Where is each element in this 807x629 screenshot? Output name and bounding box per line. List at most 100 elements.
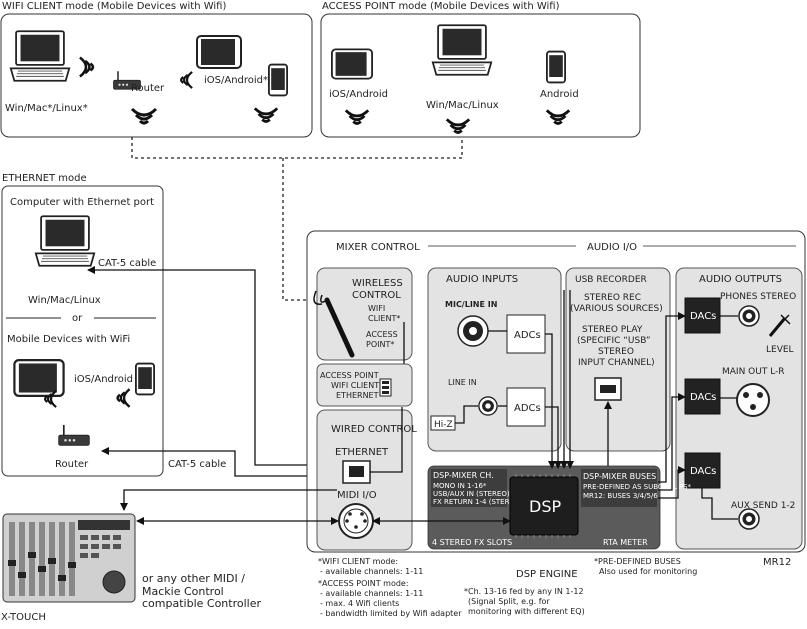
- tablet-icon: [13, 359, 65, 397]
- phone-icon: [135, 362, 155, 396]
- mic-line-in-label: MIC/LINE IN: [445, 300, 497, 309]
- access-point-label-1: ACCESS: [366, 330, 398, 339]
- dsp-mixer-buses-box: [581, 469, 657, 507]
- adc-label: ADCs: [514, 403, 541, 414]
- xlr-output-icon: [736, 383, 770, 417]
- wifi-client-title: WIFI CLIENT mode (Mobile Devices with Wi…: [2, 1, 226, 12]
- dsp-mixer-buses-label: DSP-MIXER BUSES: [583, 472, 656, 481]
- antenna-signal-icon: [313, 290, 323, 305]
- aux-send-label: AUX SEND 1-2: [731, 501, 795, 511]
- line-in-jack-icon: [478, 396, 498, 416]
- dsp-engine-label: DSP ENGINE: [516, 569, 578, 580]
- ethernet-switch-link: [370, 407, 403, 473]
- cat5-label-2: CAT-5 cable: [168, 459, 226, 470]
- phone-icon: [268, 63, 288, 97]
- dsp-label: DSP: [529, 497, 561, 516]
- output-line: [658, 393, 686, 491]
- usb-recorder-label: USB RECORDER: [575, 275, 647, 285]
- phones-jack-icon: [738, 305, 760, 327]
- level-knob-icon: [768, 317, 787, 337]
- wireless-control-label-1: WIRELESS: [352, 278, 403, 289]
- dsp-chip-icon: [509, 476, 579, 536]
- xtouch-buttons: [80, 535, 121, 558]
- mode-switch-panel: ACCESS POINT WIFI CLIENT ETHERNET: [316, 363, 413, 407]
- access-point-title: ACCESS POINT mode (Mobile Devices with W…: [322, 1, 560, 12]
- wired-control-panel: WIRED CONTROL ETHERNET MIDI I/O: [316, 407, 417, 551]
- xtouch-other-2: Mackie Control: [142, 585, 224, 598]
- note-ch13-1: *Ch. 13-16 fed by any IN 1-12: [464, 587, 584, 596]
- xtouch-display: [78, 520, 130, 530]
- adc-box: [506, 314, 546, 354]
- note-ch13-3: monitoring with different EQ): [468, 607, 585, 616]
- note-access-point-channels: - available channels: 1-11: [320, 589, 423, 598]
- note-access-point-bandwidth: - bandwidth limited by Wifi adapter: [320, 609, 462, 618]
- ethernet-laptop-label: Win/Mac/Linux: [28, 295, 101, 306]
- output-line: [658, 466, 686, 499]
- note-predefined-1: *PRE-DEFINED BUSES: [594, 557, 681, 566]
- access-point-phone-label: Android: [540, 89, 579, 100]
- usb-port-socket: [600, 385, 616, 393]
- level-knob-head: [780, 314, 791, 325]
- level-label: LEVEL: [766, 345, 794, 355]
- ethernet-computer-title: Computer with Ethernet port: [10, 197, 154, 208]
- access-point-label-2: POINT*: [366, 340, 394, 349]
- main-out-label: MAIN OUT L-R: [722, 367, 785, 377]
- switch-position: [382, 391, 389, 394]
- midi-cable: [120, 489, 337, 511]
- antenna-signal-icon: [320, 294, 328, 303]
- ethernet-router-label: Router: [55, 459, 89, 470]
- access-point-tablet-label: iOS/Android: [329, 89, 388, 100]
- output-line: [658, 312, 686, 483]
- dsp-ch-line-3: FX RETURN 1-4 (STEREO): [433, 498, 522, 506]
- aux-jack-icon: [738, 508, 760, 530]
- stereo-play-label-4: INPUT CHANNEL): [578, 358, 655, 368]
- access-point-laptop-label: Win/Mac/Linux: [426, 100, 499, 111]
- antenna-icon: [324, 297, 355, 358]
- ethernet-mobile-title: Mobile Devices with WiFi: [7, 334, 130, 345]
- audio-inputs-panel: AUDIO INPUTS MIC/LINE IN ADCs LINE IN AD…: [427, 267, 562, 452]
- switch-access-point: ACCESS POINT: [320, 371, 379, 380]
- combo-jack-center: [469, 327, 477, 335]
- stereo-play-label-3: STEREO: [598, 347, 634, 357]
- switch-position: [382, 381, 389, 384]
- stereo-rec-label-1: STEREO REC: [584, 293, 641, 303]
- dsp-buses-line-2: MR12: BUSES 3/4/5/6: [583, 492, 658, 500]
- audio-link: [701, 488, 738, 520]
- dashed-link: [131, 137, 463, 159]
- wireless-control-label-2: CONTROL: [352, 290, 401, 301]
- usb-recorder-box: [565, 267, 671, 452]
- mr12-label: MR12: [763, 557, 791, 568]
- signal-line: [545, 333, 556, 469]
- dsp-ch-line-2: USB/AUX IN (STEREO): [433, 490, 510, 498]
- audio-link: [455, 405, 478, 424]
- dac-box: [684, 297, 721, 334]
- switch-ethernet: ETHERNET: [336, 391, 379, 400]
- phone-icon: [546, 50, 566, 84]
- internal-routing: [372, 290, 686, 525]
- laptop-icon: [9, 30, 71, 82]
- laptop-icon: [34, 215, 96, 267]
- access-point-section: ACCESS POINT mode (Mobile Devices with W…: [320, 1, 641, 138]
- wifi-client-section: WIFI CLIENT mode (Mobile Devices with Wi…: [0, 1, 313, 138]
- adc-label: ADCs: [514, 330, 541, 341]
- ethernet-mobile-label: iOS/Android: [74, 374, 133, 385]
- stereo-play-label-2: (SPECIFIC “USB”: [577, 336, 651, 346]
- ethernet-or-label: or: [72, 313, 83, 324]
- wireless-control-box: [316, 267, 413, 361]
- ethernet-port-socket: [349, 466, 364, 477]
- stereo-play-label-1: STEREO PLAY: [582, 325, 643, 335]
- wifi-client-mobile-label: iOS/Android*: [204, 75, 268, 86]
- dsp-chip-pins: [515, 474, 571, 538]
- wifi-client-label-1: WIFI: [368, 304, 385, 313]
- usb-recorder-panel: USB RECORDER STEREO REC (VARIOUS SOURCES…: [565, 267, 671, 452]
- note-access-point-mode: *ACCESS POINT mode:: [318, 579, 409, 588]
- tablet-icon: [196, 35, 242, 69]
- adc-box: [506, 387, 546, 427]
- wifi-client-laptop-label: Win/Mac*/Linux*: [5, 103, 88, 114]
- cat5-cable: [101, 447, 326, 477]
- note-access-point-clients: - max. 4 Wifi clients: [320, 599, 399, 608]
- cat5-label-1: CAT-5 cable: [98, 258, 156, 269]
- wifi-client-label-2: CLIENT*: [368, 314, 400, 323]
- dac-label: DACs: [690, 466, 716, 477]
- rta-meter-label: RTA METER: [603, 538, 648, 547]
